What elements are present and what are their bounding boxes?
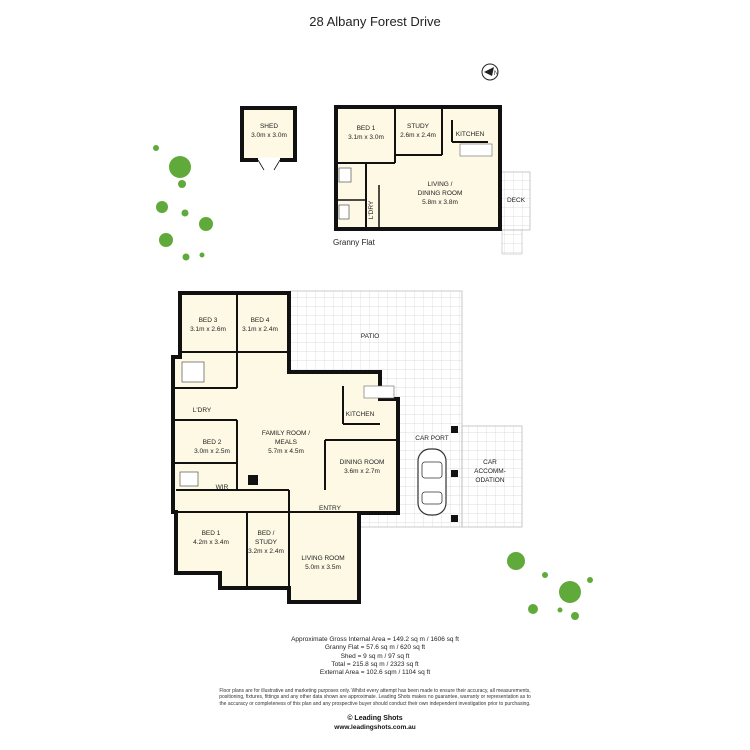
patio-name: PATIO: [361, 333, 380, 340]
family-name-2: MEALS: [275, 439, 298, 446]
gf-dining-name: DINING ROOM: [418, 190, 463, 197]
shed-size: 3.0m x 3.0m: [251, 132, 287, 139]
bed1-size: 4.2m x 3.4m: [193, 539, 229, 546]
family-name-1: FAMILY ROOM /: [262, 430, 310, 437]
car-accom-1: CAR: [483, 459, 497, 466]
gf-bed1-name: BED 1: [357, 125, 376, 132]
granny-flat: BED 1 3.1m x 3.0m STUDY 2.6m x 2.4m KITC…: [334, 105, 531, 255]
bed3-size: 3.1m x 2.6m: [190, 326, 226, 333]
bed2-name: BED 2: [203, 439, 222, 446]
gf-ldry-name: L'DRY: [368, 200, 375, 219]
bed3-name: BED 3: [199, 317, 218, 324]
gf-study-size: 2.6m x 2.4m: [400, 132, 436, 139]
brand-url: www.leadingshots.com.au: [334, 724, 416, 731]
compass-icon: N: [481, 63, 499, 81]
area-summary: Approximate Gross Internal Area = 149.2 …: [0, 636, 750, 677]
entry-name: ENTRY: [319, 505, 342, 512]
brand: © Leading Shots www.leadingshots.com.au: [0, 714, 750, 732]
dining-name: DINING ROOM: [340, 459, 385, 466]
disclaimer: Floor plans are for illustrative and mar…: [205, 688, 545, 707]
dining-size: 3.6m x 2.7m: [344, 468, 380, 475]
car-accom-3: ODATION: [475, 477, 504, 484]
gf-living-size: 5.8m x 3.8m: [422, 199, 458, 206]
deck-name: DECK: [507, 197, 526, 204]
bed1-name: BED 1: [202, 530, 221, 537]
carport-name: CAR PORT: [415, 435, 448, 442]
bed-study-size: 3.2m x 2.4m: [248, 548, 284, 555]
area-shed: Shed = 9 sq m / 97 sq ft: [340, 652, 410, 660]
trees-right: [507, 552, 593, 620]
plan-title: 28 Albany Forest Drive: [309, 14, 441, 29]
compass-label: N: [494, 71, 498, 77]
gf-living-name: LIVING /: [428, 181, 453, 188]
gf-kitchen-name: KITCHEN: [456, 131, 485, 138]
shed-name: SHED: [260, 123, 278, 130]
area-granny-flat: Granny Flat = 57.6 sq m / 620 sq ft: [324, 644, 426, 652]
bed4-name: BED 4: [251, 317, 270, 324]
wir-name: WIR: [216, 484, 229, 491]
brand-name: © Leading Shots: [347, 715, 403, 722]
disclaimer-line: Floor plans are for illustrative and mar…: [219, 688, 531, 694]
ldry-name: L'DRY: [193, 407, 212, 414]
living-name: LIVING ROOM: [301, 555, 344, 562]
gf-bed1-size: 3.1m x 3.0m: [348, 134, 384, 141]
family-size: 5.7m x 4.5m: [268, 448, 304, 455]
trees-left: [153, 145, 213, 261]
area-gross: Approximate Gross Internal Area = 149.2 …: [291, 636, 459, 643]
kitchen-name: KITCHEN: [346, 411, 375, 418]
gf-study-name: STUDY: [407, 123, 430, 130]
disclaimer-line: the accuracy or completeness of this pla…: [219, 700, 531, 707]
area-external: External Area = 102.6 sqm / 1104 sq ft: [319, 669, 431, 677]
car-icon: [417, 448, 447, 516]
bed4-size: 3.1m x 2.4m: [242, 326, 278, 333]
granny-flat-label: Granny Flat: [333, 238, 376, 247]
car-accom-2: ACCOMM-: [474, 468, 506, 475]
disclaimer-line: positioning, fixtures, fittings and any …: [219, 694, 531, 701]
shed: SHED 3.0m x 3.0m: [240, 106, 297, 171]
living-size: 5.0m x 3.5m: [305, 564, 341, 571]
bed-study-name-2: STUDY: [255, 539, 278, 546]
bed-study-name-1: BED /: [258, 530, 275, 537]
area-total: Total = 215.8 sq m / 2323 sq ft: [331, 660, 419, 668]
bed2-size: 3.0m x 2.5m: [194, 448, 230, 455]
main-house: BED 3 3.1m x 2.6m BED 4 3.1m x 2.4m L'DR…: [171, 291, 400, 604]
